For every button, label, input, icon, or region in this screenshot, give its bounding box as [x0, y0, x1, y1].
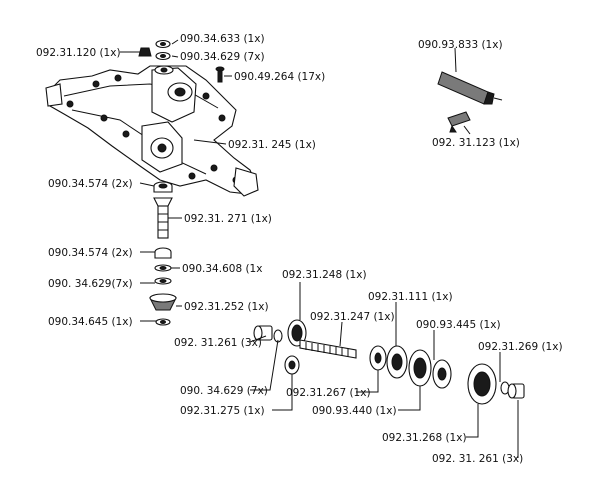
label-090-34-574-upper: 090.34.574 (2x) — [48, 178, 133, 190]
label-090-34-608: 090.34.608 (1x — [182, 263, 262, 275]
label-092-31-252: 092.31.252 (1x) — [184, 301, 269, 313]
label-092-31-247: 092.31.247 (1x) — [310, 311, 395, 323]
label-090-49-264: 090.49.264 (17x) — [234, 71, 325, 83]
label-090-34-629-mid: 090. 34.629(7x) — [48, 278, 133, 290]
label-090-34-629-top: 090.34.629 (7x) — [180, 51, 265, 63]
label-092-31-275: 092.31.275 (1x) — [180, 405, 265, 417]
label-090-34-629-bottom: 090. 34.629 (7x) — [180, 385, 268, 397]
label-092-31-120: 092.31.120 (1x) — [36, 47, 121, 59]
gear-train-assembly — [253, 319, 525, 405]
leader-lines — [120, 39, 519, 458]
top-bolt-and-washers — [138, 39, 225, 83]
label-092-31-261-left: 092. 31.261 (3x) — [174, 337, 262, 349]
transaxle-housing — [45, 65, 259, 197]
label-090-34-645: 090.34.645 (1x) — [48, 316, 133, 328]
vertical-shaft-assembly — [149, 181, 177, 326]
label-092-31-123: 092. 31.123 (1x) — [432, 137, 520, 149]
label-092-31-261-right: 092. 31. 261 (3x) — [432, 453, 523, 465]
sealant-tube — [437, 71, 503, 133]
label-092-31-245: 092.31. 245 (1x) — [228, 139, 316, 151]
label-090-93-833: 090.93.833 (1x) — [418, 39, 503, 51]
part-labels: 092.31.120 (1x) 090.34.633 (1x) 090.34.6… — [36, 33, 563, 465]
label-092-31-111: 092.31.111 (1x) — [368, 291, 453, 303]
label-090-93-445: 090.93.445 (1x) — [416, 319, 501, 331]
label-092-31-269: 092.31.269 (1x) — [478, 341, 563, 353]
label-090-34-633: 090.34.633 (1x) — [180, 33, 265, 45]
label-092-31-248: 092.31.248 (1x) — [282, 269, 367, 281]
label-092-31-268: 092.31.268 (1x) — [382, 432, 467, 444]
label-092-31-271: 092.31. 271 (1x) — [184, 213, 272, 225]
label-092-31-267: 092.31.267 (1x) — [286, 387, 371, 399]
label-090-34-574-lower: 090.34.574 (2x) — [48, 247, 133, 259]
label-090-93-440: 090.93.440 (1x) — [312, 405, 397, 417]
